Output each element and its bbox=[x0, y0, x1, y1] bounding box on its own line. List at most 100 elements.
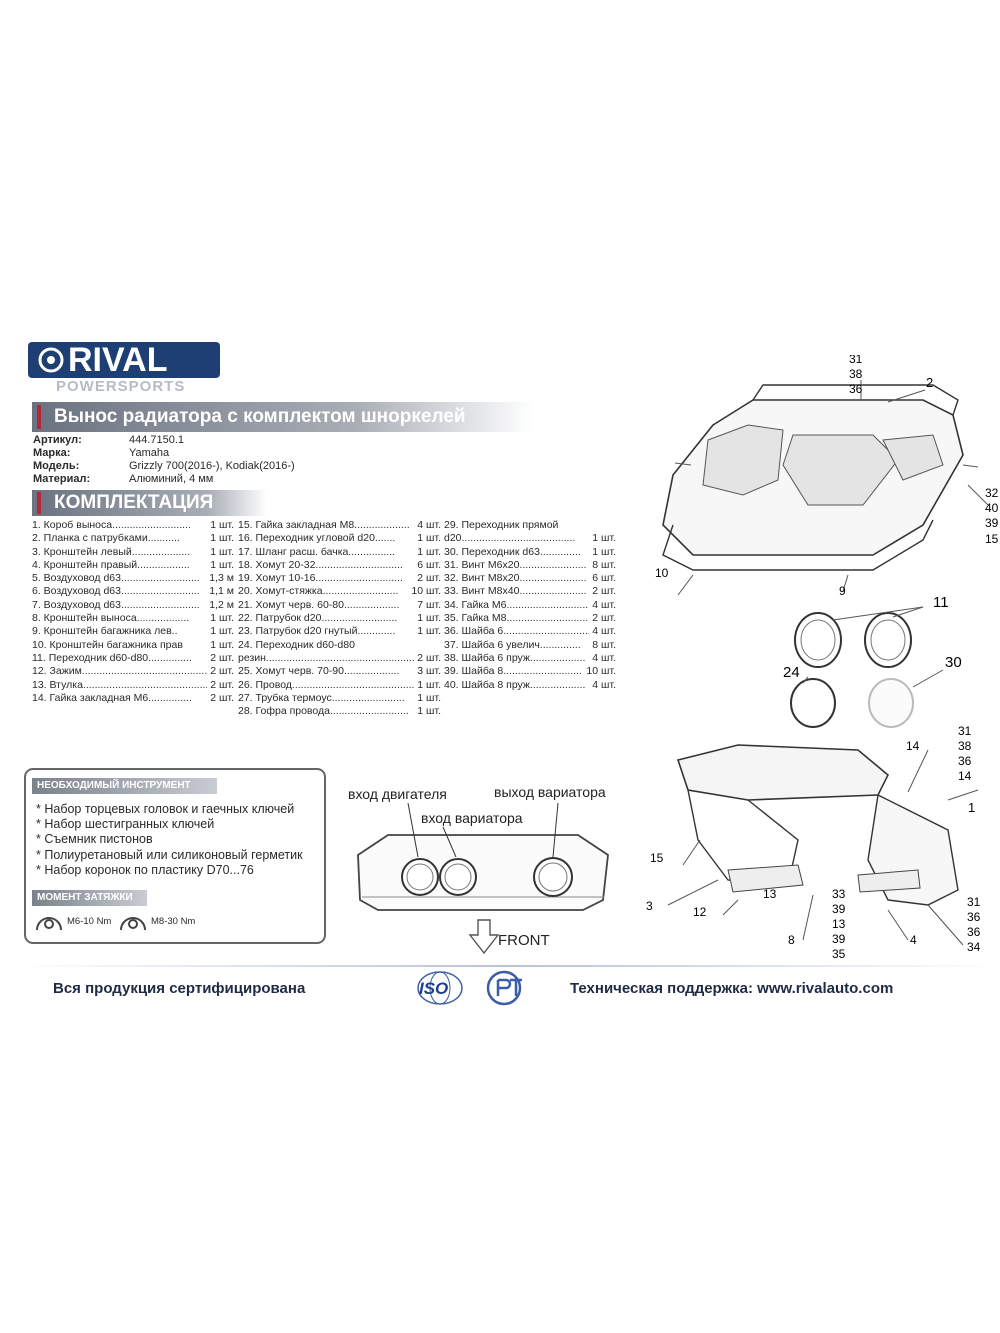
callout-label: 33 bbox=[832, 887, 846, 901]
kit-item-qty: 2 шт. bbox=[210, 691, 234, 704]
kit-item-name: 28. Гофра провода.......................… bbox=[238, 705, 409, 718]
kit-item-name: 24. Переходник d60-d80 bbox=[238, 638, 355, 651]
kit-item-qty: 4 шт. bbox=[592, 598, 616, 611]
tools-box: НЕОБХОДИМЫЙ ИНСТРУМЕНТ * Набор торцевых … bbox=[24, 768, 326, 944]
kit-item-qty: 4 шт. bbox=[592, 625, 616, 638]
callout-label: 31 bbox=[958, 724, 972, 738]
kit-item-qty: 10 шт. bbox=[586, 665, 616, 678]
callout-label: 8 bbox=[788, 933, 795, 947]
kit-item-name: 25. Хомут черв. 70-90................... bbox=[238, 665, 400, 678]
adapters-drawing: 11 24 30 bbox=[783, 595, 962, 728]
kit-item-qty: 4 шт. bbox=[592, 678, 616, 691]
kit-item-qty: 1 шт. bbox=[417, 545, 441, 558]
callout-label: 10 bbox=[655, 566, 669, 580]
kit-item-qty: 10 шт. bbox=[411, 585, 441, 598]
meta-key: Марка: bbox=[33, 447, 71, 459]
kit-item-name: 21. Хомут черв. 60-80................... bbox=[238, 598, 400, 611]
kit-item-name: 6. Воздуховод d63.......................… bbox=[32, 585, 200, 598]
kit-item-qty: 2 шт. bbox=[592, 612, 616, 625]
kit-item-qty: 2 шт. bbox=[210, 678, 234, 691]
kit-item-name: 2. Планка с патрубками........... bbox=[32, 532, 180, 545]
meta-key: Модель: bbox=[33, 460, 80, 472]
footer-divider bbox=[18, 965, 998, 967]
kit-item-name: 3. Кронштейн левый.................... bbox=[32, 545, 191, 558]
kit-item-qty: 2 шт. bbox=[210, 665, 234, 678]
callout-label: 36 bbox=[967, 910, 981, 924]
kit-item-name: d20.....................................… bbox=[444, 532, 576, 545]
kit-item-qty: 1,3 м bbox=[209, 572, 234, 585]
kit-item-qty bbox=[438, 639, 441, 652]
callout-label: 39 bbox=[832, 902, 846, 916]
kit-item: 28. Гофра провода.......................… bbox=[238, 705, 441, 718]
product-meta: Артикул:444.7150.1 Марка:Yamaha Модель: G… bbox=[33, 434, 295, 486]
rival-logo: RIVAL bbox=[28, 341, 220, 379]
callout-label: 15 bbox=[650, 851, 664, 865]
callout-label: 31 bbox=[849, 355, 863, 366]
kit-item: 37. Шайба 6 увелич..............8 шт. bbox=[444, 639, 616, 652]
kit-item: 2. Планка с патрубками...........1 шт. bbox=[32, 532, 234, 545]
callout-label: 39 bbox=[832, 932, 846, 946]
front-label: FRONT bbox=[498, 932, 550, 949]
kit-item: 23. Патрубок d20 гнутый.............1 шт… bbox=[238, 625, 441, 638]
kit-item: 16. Переходник угловой d20.......1 шт. bbox=[238, 532, 441, 545]
callout-label: 36 bbox=[967, 925, 981, 939]
kit-item-name: 37. Шайба 6 увелич.............. bbox=[444, 638, 581, 651]
kit-item-name: 15. Гайка закладная М8..................… bbox=[238, 519, 410, 531]
iso-logo: ISO bbox=[415, 970, 465, 1006]
kit-item-name: 19. Хомут 10-16.........................… bbox=[238, 572, 403, 585]
kit-item: 20. Хомут-стяжка........................… bbox=[238, 585, 441, 598]
meta-row: Марка:Yamaha bbox=[33, 447, 295, 460]
kit-item-name: 1. Короб выноса.........................… bbox=[32, 519, 191, 531]
kit-item-name: 20. Хомут-стяжка........................… bbox=[238, 585, 399, 598]
callout-label: 11 bbox=[933, 595, 949, 611]
kit-item-qty: 1 шт. bbox=[210, 625, 234, 638]
pct-mark-icon bbox=[486, 970, 522, 1006]
callout-label: 35 bbox=[832, 947, 846, 961]
mounting-brackets-drawing: 31 38 36 14 14 1 15 3 12 13 8 33 39 13 3… bbox=[646, 724, 981, 961]
torque-m6-label: M6-10 Nm bbox=[67, 915, 112, 927]
certified-text: Вся продукция сертифицирована bbox=[53, 980, 306, 997]
variator-out-label: выход вариатора bbox=[494, 785, 606, 800]
kit-item-qty: 7 шт. bbox=[417, 598, 441, 611]
kit-item: 25. Хомут черв. 70-90...................… bbox=[238, 665, 441, 678]
callout-label: 15 bbox=[985, 532, 999, 546]
callout-label: 31 bbox=[967, 895, 981, 909]
kit-item-name: 5. Воздуховод d63.......................… bbox=[32, 572, 200, 585]
kit-item-qty: 1 шт. bbox=[417, 705, 441, 718]
kit-item: 40. Шайба 8 пруж...................4 шт. bbox=[444, 679, 616, 692]
radiator-box-top-drawing: 31 38 36 2 32 40 39 15 10 9 bbox=[655, 355, 999, 598]
meta-row: Артикул:444.7150.1 bbox=[33, 434, 295, 447]
kit-item-name: 30. Переходник d63.............. bbox=[444, 545, 581, 558]
meta-value: 444.7150.1 bbox=[129, 434, 185, 446]
wrench-icon bbox=[36, 917, 62, 931]
kit-item: резин...................................… bbox=[238, 652, 441, 665]
kit-item-name: 38. Шайба 6 пруж................... bbox=[444, 651, 586, 664]
ram-emblem-icon bbox=[38, 347, 64, 373]
kit-item-name: 33. Винт М8х40....................... bbox=[444, 585, 587, 598]
kit-item: 8. Кронштейн выноса..................1 ш… bbox=[32, 612, 234, 625]
kit-title: КОМПЛЕКТАЦИЯ bbox=[54, 492, 214, 513]
kit-item-name: 36. Шайба 6.............................… bbox=[444, 625, 590, 638]
kit-item: 30. Переходник d63..............1 шт. bbox=[444, 546, 616, 559]
callout-label: 12 bbox=[693, 905, 707, 919]
callout-label: 32 bbox=[985, 486, 999, 500]
kit-column-1: 1. Короб выноса.........................… bbox=[32, 519, 234, 705]
kit-item-qty: 6 шт. bbox=[417, 558, 441, 571]
meta-value: Grizzly 700(2016-), Kodiak(2016-) bbox=[129, 460, 295, 472]
kit-item: 7. Воздуховод d63.......................… bbox=[32, 599, 234, 612]
kit-item-name: 14. Гайка закладная М6............... bbox=[32, 691, 192, 704]
kit-item-qty: 1 шт. bbox=[210, 545, 234, 558]
kit-item: 4. Кронштейн правый..................1 ш… bbox=[32, 559, 234, 572]
callout-label: 34 bbox=[967, 940, 981, 954]
kit-item: 5. Воздуховод d63.......................… bbox=[32, 572, 234, 585]
kit-item-name: 9. Кронштейн багажника лев.. bbox=[32, 625, 178, 638]
support-text: Техническая поддержка: www.rivalauto.com bbox=[570, 980, 894, 997]
meta-row: Материал:Алюминий, 4 мм bbox=[33, 473, 295, 486]
callout-label: 13 bbox=[832, 917, 846, 931]
kit-item: 24. Переходник d60-d80 bbox=[238, 639, 441, 652]
kit-item-name: резин...................................… bbox=[238, 651, 415, 664]
callout-label: 4 bbox=[910, 933, 917, 947]
kit-item-name: 17. Шланг расш. бачка................ bbox=[238, 545, 396, 558]
callout-label: 39 bbox=[985, 516, 999, 530]
kit-item-name: 32. Винт М8х20....................... bbox=[444, 572, 587, 585]
